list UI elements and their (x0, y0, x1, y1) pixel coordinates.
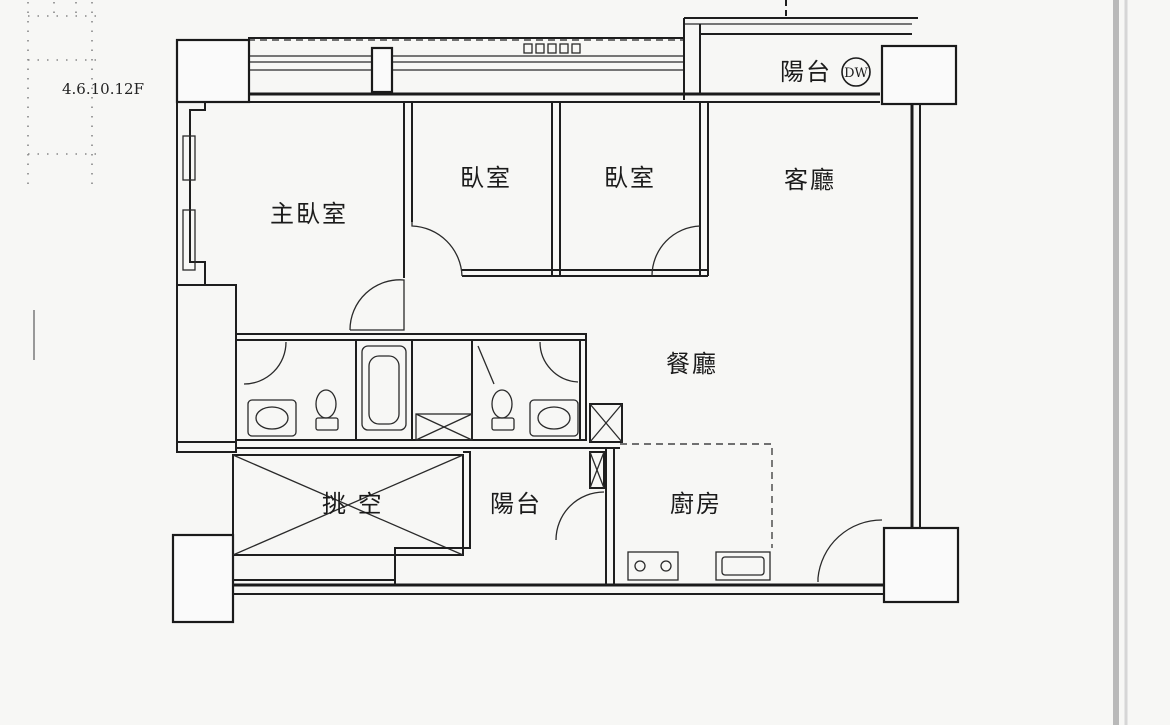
sink-right (529, 399, 579, 437)
label-bedroom-2: 臥室 (604, 164, 656, 192)
toilet-left (315, 389, 339, 431)
fixtures (247, 43, 771, 581)
column-bottom-left (171, 533, 235, 624)
column-top-right (880, 44, 958, 106)
label-void: 挑 空 (322, 490, 384, 518)
page-edge (33, 0, 1128, 725)
column-top-mid (370, 46, 394, 94)
column-bottom-right (882, 526, 960, 604)
floor-label: 4.6.10.12F (62, 80, 144, 98)
label-dining-room: 餐廳 (666, 350, 718, 378)
doors (243, 222, 883, 582)
bathtub (361, 345, 407, 431)
label-living-room: 客廳 (784, 166, 836, 194)
dw-mark-text: DW (844, 66, 868, 81)
outer-walls (171, 0, 960, 624)
label-bedroom-1: 臥室 (460, 164, 512, 192)
kitchen-sink (715, 551, 771, 581)
key-plan-marks (27, 2, 98, 190)
interior-walls (232, 102, 773, 585)
dw-mark: DW (841, 57, 871, 87)
toilet-right (491, 389, 515, 431)
stove (627, 551, 679, 581)
label-kitchen: 廚房 (670, 490, 722, 518)
column-top-left (175, 38, 251, 104)
sink-left (247, 399, 297, 437)
label-master-bedroom: 主臥室 (270, 200, 348, 228)
label-balcony-bottom: 陽台 (490, 490, 542, 518)
room-labels: 主臥室 臥室 臥室 客廳 餐廳 廚房 挑 空 陽台 陽台 (270, 58, 836, 518)
label-balcony-top: 陽台 (780, 58, 832, 86)
